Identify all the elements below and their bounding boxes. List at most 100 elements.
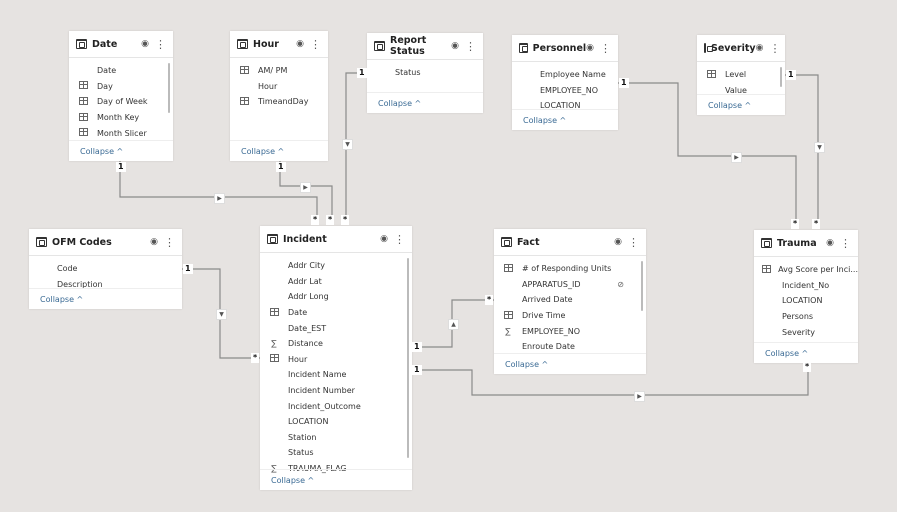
calculated-column-icon: [501, 310, 515, 321]
field-row[interactable]: LOCATION: [754, 293, 858, 309]
filter-direction-arrow-icon[interactable]: ▶: [731, 152, 742, 163]
table-header[interactable]: Trauma◉⋮: [754, 230, 858, 257]
table-header[interactable]: Personnel◉⋮: [512, 35, 618, 62]
more-options-icon[interactable]: ⋮: [465, 39, 476, 53]
eye-icon[interactable]: ◉: [150, 237, 158, 247]
field-row[interactable]: Incident_No: [754, 278, 858, 294]
eye-icon[interactable]: ◉: [380, 234, 388, 244]
field-row[interactable]: Day of Week: [69, 94, 173, 110]
field-row[interactable]: Drive Time: [494, 308, 646, 324]
field-row[interactable]: Level: [697, 67, 785, 83]
eye-icon[interactable]: ◉: [141, 39, 149, 49]
field-row[interactable]: Severity: [754, 324, 858, 340]
eye-icon[interactable]: ◉: [586, 43, 594, 53]
table-header[interactable]: Report Status◉⋮: [367, 33, 483, 60]
field-row[interactable]: ∑TRAUMA_FLAG: [260, 461, 412, 474]
field-row[interactable]: Status: [260, 445, 412, 461]
more-options-icon[interactable]: ⋮: [155, 37, 166, 51]
eye-icon[interactable]: ◉: [451, 41, 459, 51]
table-header[interactable]: Incident◉⋮: [260, 226, 412, 253]
eye-icon[interactable]: ◉: [755, 43, 764, 53]
field-row[interactable]: Arrived Date: [494, 292, 646, 308]
field-row[interactable]: ∑EMPLOYEE_NO: [494, 323, 646, 339]
field-row[interactable]: Month Key: [69, 110, 173, 126]
field-row[interactable]: Date_EST: [260, 320, 412, 336]
table-header[interactable]: Hour◉⋮: [230, 31, 328, 58]
table-card-report-status[interactable]: Report Status◉⋮ Status Collapse ^: [367, 33, 483, 113]
eye-icon[interactable]: ◉: [614, 237, 622, 247]
field-row[interactable]: Hour: [260, 352, 412, 368]
collapse-button[interactable]: Collapse ^: [260, 469, 412, 490]
scrollbar[interactable]: [407, 258, 409, 458]
field-row[interactable]: LOCATION: [260, 414, 412, 430]
field-row[interactable]: AM/ PM: [230, 63, 328, 79]
scrollbar[interactable]: [641, 261, 643, 311]
field-row[interactable]: Incident Name: [260, 367, 412, 383]
field-row[interactable]: # of Responding Units: [494, 261, 646, 277]
more-options-icon[interactable]: ⋮: [164, 235, 175, 249]
field-row[interactable]: Hour: [230, 79, 328, 95]
collapse-button[interactable]: Collapse ^: [512, 109, 618, 130]
filter-direction-arrow-icon[interactable]: ▼: [216, 309, 227, 320]
collapse-button[interactable]: Collapse ^: [69, 140, 173, 161]
scrollbar[interactable]: [168, 63, 170, 113]
field-row[interactable]: Employee Name: [512, 67, 618, 83]
field-row[interactable]: Code: [29, 261, 182, 277]
field-row[interactable]: Day: [69, 79, 173, 95]
field-row[interactable]: Addr Lat: [260, 274, 412, 290]
field-row[interactable]: Station: [260, 430, 412, 446]
field-row[interactable]: Persons: [754, 309, 858, 325]
more-options-icon[interactable]: ⋮: [628, 235, 639, 249]
collapse-button[interactable]: Collapse ^: [29, 288, 182, 309]
more-options-icon[interactable]: ⋮: [769, 41, 781, 55]
field-row[interactable]: EMPLOYEE_NO: [512, 83, 618, 99]
collapse-button[interactable]: Collapse ^: [494, 353, 646, 374]
field-row[interactable]: Incident Number: [260, 383, 412, 399]
field-row[interactable]: APPARATUS_ID⊘: [494, 277, 646, 293]
field-row[interactable]: Date: [260, 305, 412, 321]
field-row[interactable]: Date: [69, 63, 173, 79]
table-header[interactable]: Date◉⋮: [69, 31, 173, 58]
collapse-button[interactable]: Collapse ^: [230, 140, 328, 161]
more-options-icon[interactable]: ⋮: [394, 232, 405, 246]
field-row[interactable]: Incident_Outcome: [260, 398, 412, 414]
field-row[interactable]: Description: [29, 277, 182, 293]
table-card-trauma[interactable]: Trauma◉⋮ Avg Score per Inci...Incident_N…: [754, 230, 858, 363]
field-row[interactable]: ∑Distance: [260, 336, 412, 352]
table-header[interactable]: Fact◉⋮: [494, 229, 646, 256]
table-header[interactable]: Severity◉⋮: [697, 35, 785, 62]
field-row[interactable]: Status: [367, 65, 483, 81]
more-options-icon[interactable]: ⋮: [310, 37, 321, 51]
filter-direction-arrow-icon[interactable]: ▲: [448, 319, 459, 330]
table-header[interactable]: OFM Codes◉⋮: [29, 229, 182, 256]
filter-direction-arrow-icon[interactable]: ▼: [342, 139, 353, 150]
filter-direction-arrow-icon[interactable]: ▶: [300, 182, 311, 193]
field-row[interactable]: Avg Score per Inci...: [754, 262, 858, 278]
filter-direction-arrow-icon[interactable]: ▶: [214, 193, 225, 204]
field-row[interactable]: Addr City: [260, 258, 412, 274]
field-row[interactable]: TimeandDay: [230, 94, 328, 110]
eye-icon[interactable]: ◉: [296, 39, 304, 49]
more-options-icon[interactable]: ⋮: [600, 41, 611, 55]
field-row[interactable]: LOCATION: [512, 98, 618, 114]
field-row[interactable]: Addr Long: [260, 289, 412, 305]
field-row[interactable]: Value: [697, 83, 785, 99]
more-options-icon[interactable]: ⋮: [840, 236, 851, 250]
eye-icon[interactable]: ◉: [826, 238, 834, 248]
filter-direction-arrow-icon[interactable]: ▶: [634, 391, 645, 402]
eye-hidden-icon[interactable]: ⊘: [617, 279, 624, 289]
filter-direction-arrow-icon[interactable]: ▼: [814, 142, 825, 153]
field-row[interactable]: Enroute Date: [494, 339, 646, 355]
collapse-button[interactable]: Collapse ^: [367, 92, 483, 113]
collapse-button[interactable]: Collapse ^: [697, 94, 785, 115]
field-row[interactable]: Month Slicer: [69, 125, 173, 141]
collapse-button[interactable]: Collapse ^: [754, 342, 858, 363]
scrollbar[interactable]: [780, 67, 782, 87]
